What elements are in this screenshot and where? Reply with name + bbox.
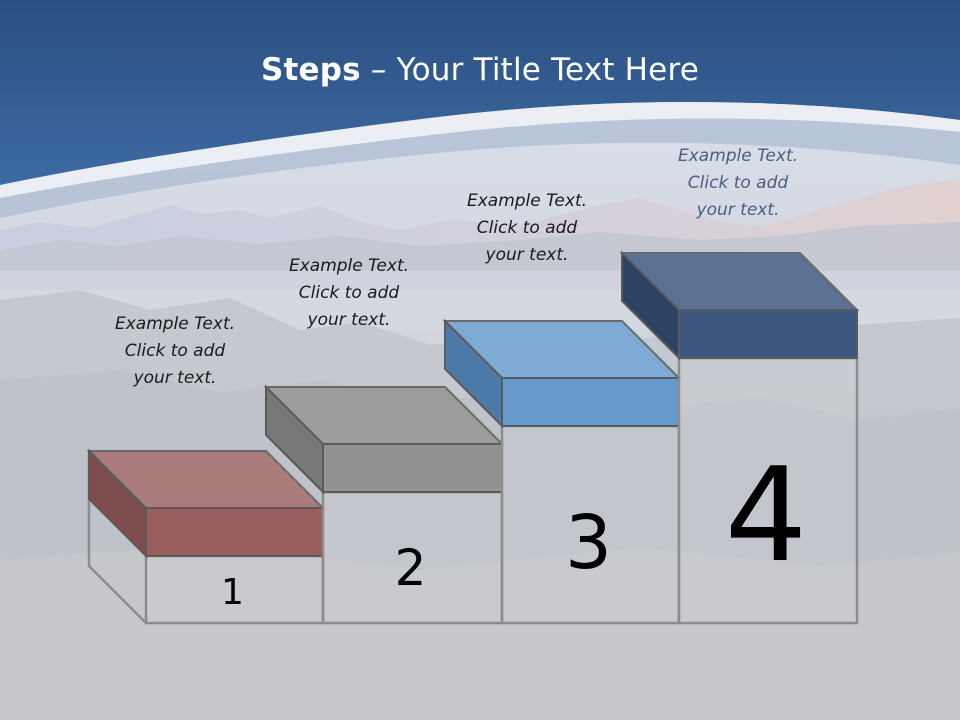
- step-1-caption-line-3: your text.: [133, 368, 217, 388]
- step-3-caption-line-1: Example Text.: [466, 191, 588, 211]
- step-4-column: [677, 356, 859, 625]
- step-4-caption-line-3: your text.: [696, 200, 780, 220]
- step-4-caption-line-2: Click to add: [687, 173, 789, 193]
- step-3-number: 3: [565, 500, 612, 586]
- title-rest-part: – Your Title Text Here: [360, 52, 699, 88]
- step-2-caption-line-2: Click to add: [298, 283, 400, 303]
- title-bold-part: Steps: [260, 52, 361, 88]
- step-1-caption-line-1: Example Text.: [114, 314, 236, 334]
- step-2-number: 2: [395, 539, 427, 597]
- step-4-number: 4: [725, 439, 808, 591]
- step-1-caption[interactable]: Example Text. Click to add your text.: [80, 311, 270, 392]
- step-4-caption-line-1: Example Text.: [677, 146, 799, 166]
- step-2-caption-line-3: your text.: [307, 310, 391, 330]
- step-4-slab-front: [678, 309, 858, 359]
- step-3-caption-line-3: your text.: [485, 245, 569, 265]
- step-3-caption[interactable]: Example Text. Click to add your text.: [432, 188, 622, 269]
- step-1-slab-front: [145, 507, 324, 557]
- step-2-slab-front: [322, 443, 503, 493]
- step-2-caption[interactable]: Example Text. Click to add your text.: [254, 253, 444, 334]
- step-2-caption-line-1: Example Text.: [288, 256, 410, 276]
- step-3-slab-front: [501, 377, 680, 427]
- step-3-caption-line-2: Click to add: [476, 218, 578, 238]
- step-4-caption[interactable]: Example Text. Click to add your text.: [643, 143, 833, 224]
- slide-title[interactable]: Steps – Your Title Text Here: [0, 52, 960, 88]
- step-3-column: [500, 424, 681, 625]
- step-1-caption-line-2: Click to add: [124, 341, 226, 361]
- step-1-number: 1: [221, 572, 244, 613]
